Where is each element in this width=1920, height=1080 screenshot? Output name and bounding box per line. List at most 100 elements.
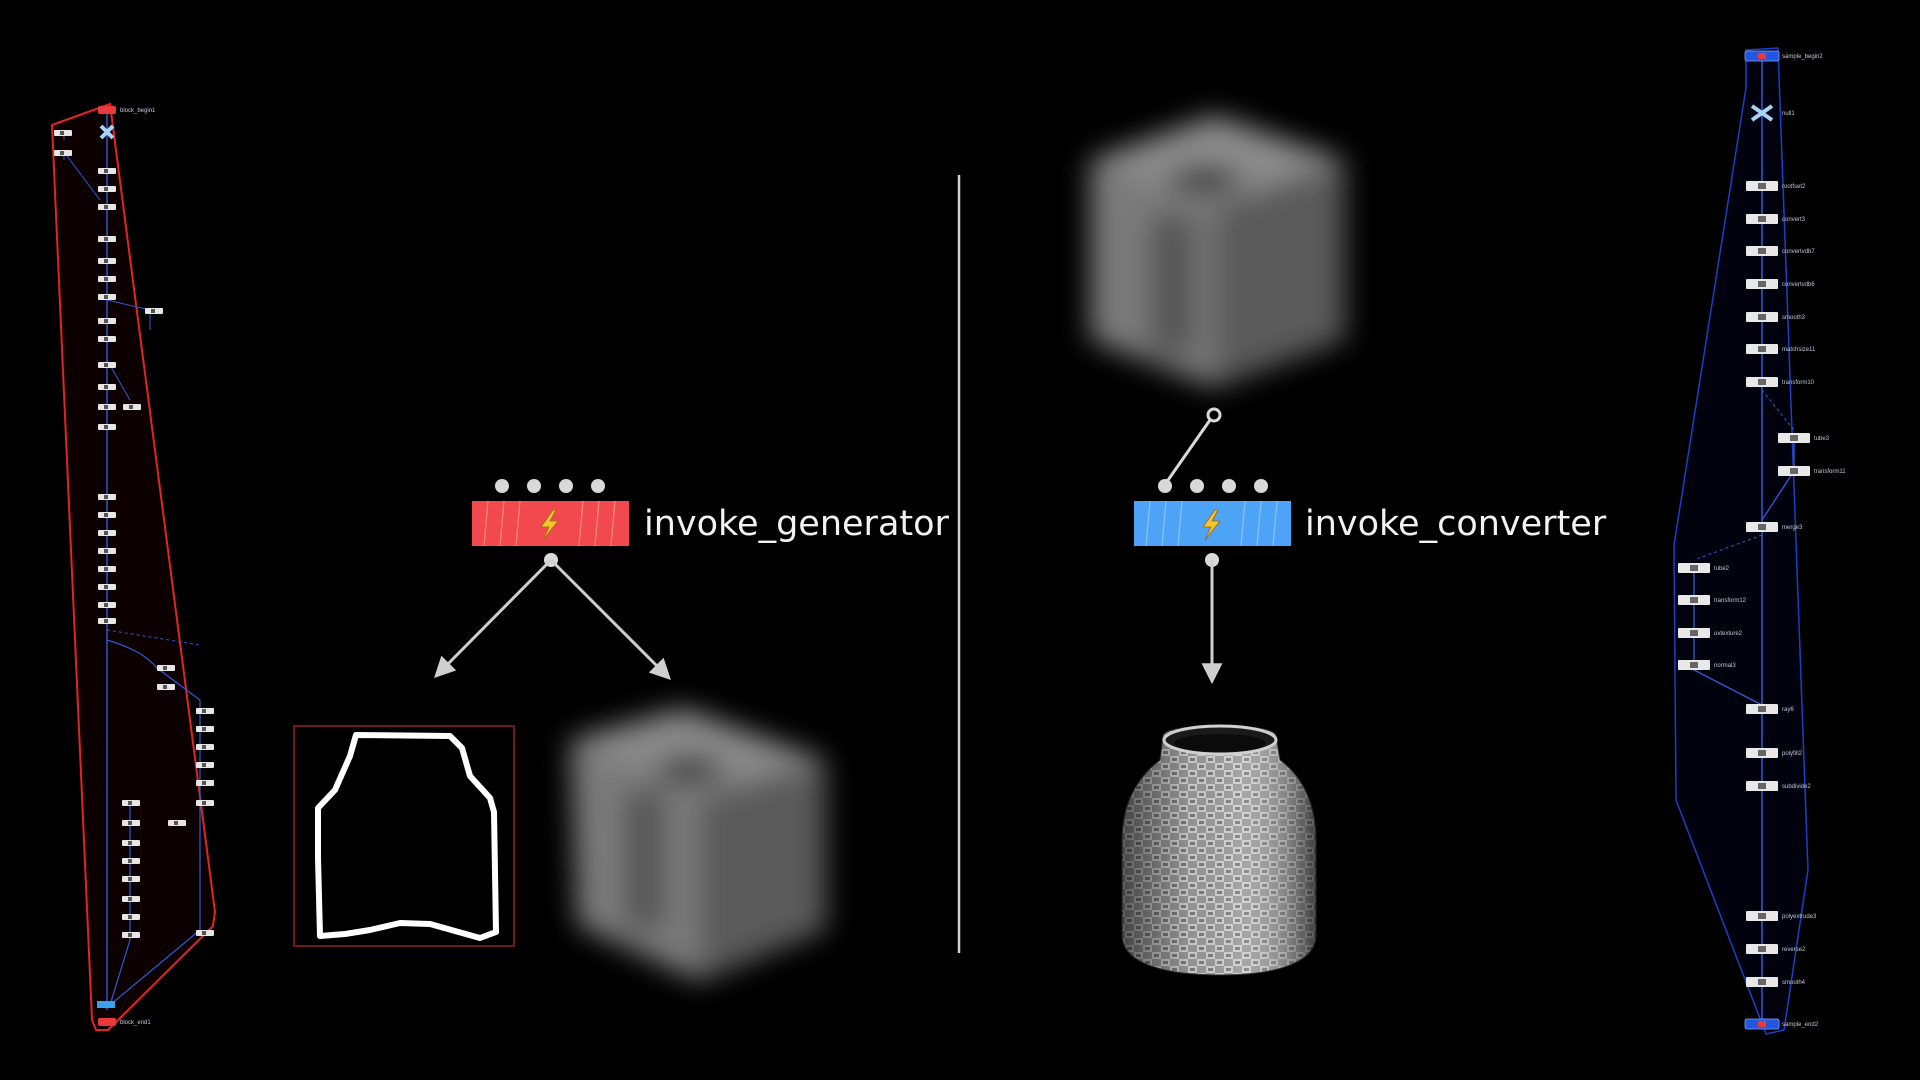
- network-node-chip[interactable]: [122, 914, 140, 920]
- network-node[interactable]: subdivide2: [1746, 781, 1811, 791]
- converter-input-dot[interactable]: [1222, 479, 1236, 493]
- null-node-icon[interactable]: [99, 124, 115, 140]
- network-node-chip[interactable]: [157, 684, 175, 690]
- network-node-chip[interactable]: [98, 204, 116, 210]
- generator-arrow-right: [549, 558, 671, 680]
- network-node[interactable]: transform10: [1746, 377, 1815, 387]
- network-node[interactable]: polyextrude3: [1746, 911, 1817, 921]
- network-node[interactable]: transform12: [1678, 595, 1747, 605]
- network-node-chip[interactable]: [98, 336, 116, 342]
- network-node-chip[interactable]: [98, 384, 116, 390]
- converter-input-dot[interactable]: [1158, 479, 1172, 493]
- network-node-chip[interactable]: [98, 512, 116, 518]
- block-begin-node[interactable]: [98, 106, 116, 114]
- network-node-chip[interactable]: [98, 548, 116, 554]
- network-node[interactable]: polyfill2: [1746, 748, 1803, 758]
- network-node-chip[interactable]: [196, 930, 214, 936]
- network-node-chip[interactable]: [98, 566, 116, 572]
- converter-input-dot[interactable]: [1254, 479, 1268, 493]
- network-node-chip[interactable]: [145, 308, 163, 314]
- invoke-converter-node[interactable]: [1134, 500, 1291, 547]
- network-node[interactable]: tube3: [1778, 433, 1830, 443]
- network-node-chip[interactable]: [196, 726, 214, 732]
- network-node-chip[interactable]: [98, 602, 116, 608]
- network-node-label: polyfill2: [1782, 751, 1803, 757]
- network-node-chip[interactable]: [98, 294, 116, 300]
- network-node-chip[interactable]: [196, 708, 214, 714]
- network-node-chip[interactable]: [196, 800, 214, 806]
- network-node-chip[interactable]: [98, 236, 116, 242]
- network-node[interactable]: transform11: [1778, 466, 1846, 476]
- network-node-chip[interactable]: [98, 318, 116, 324]
- right-network-frame: [1673, 47, 1809, 1035]
- network-node-label: matchsize11: [1782, 347, 1816, 353]
- network-node-label: sample_begin2: [1782, 54, 1823, 60]
- block-end-node[interactable]: [98, 1018, 116, 1026]
- network-node[interactable]: convertvdb7: [1746, 246, 1815, 256]
- network-node[interactable]: normal3: [1678, 660, 1736, 670]
- converter-input-handle[interactable]: [1206, 407, 1222, 423]
- generator-input-dot[interactable]: [591, 479, 605, 493]
- network-node[interactable]: merge3: [1746, 522, 1803, 532]
- network-node-chip[interactable]: [54, 150, 72, 156]
- network-node-chip[interactable]: [98, 258, 116, 264]
- network-node-label: convertvdb6: [1782, 282, 1815, 288]
- generator-input-dot[interactable]: [559, 479, 573, 493]
- network-node[interactable]: convertvdb6: [1746, 279, 1815, 289]
- network-node-chip[interactable]: [98, 494, 116, 500]
- network-node-chip[interactable]: [123, 404, 141, 410]
- network-node[interactable]: sample_end2: [1744, 1018, 1819, 1030]
- converter-diagram: invoke_converter: [1090, 115, 1607, 976]
- network-node-label: reverse2: [1782, 947, 1806, 953]
- network-node-chip[interactable]: [196, 744, 214, 750]
- network-node-chip[interactable]: [196, 780, 214, 786]
- network-node-chip[interactable]: [98, 530, 116, 536]
- network-node-label: rootfset2: [1782, 184, 1806, 190]
- network-node[interactable]: reverse2: [1746, 944, 1806, 954]
- network-node-chip[interactable]: [98, 424, 116, 430]
- lightning-bolt-icon: [540, 509, 559, 541]
- network-node-chip[interactable]: [98, 618, 116, 624]
- network-node[interactable]: rootfset2: [1746, 181, 1806, 191]
- network-node-chip[interactable]: [168, 820, 186, 826]
- network-node-label: null1: [1782, 111, 1795, 117]
- network-node[interactable]: smooth4: [1746, 977, 1806, 987]
- network-node-chip[interactable]: [122, 800, 140, 806]
- network-node-chip[interactable]: [122, 840, 140, 846]
- network-node-label: convert3: [1782, 217, 1806, 223]
- network-node-chip[interactable]: [98, 362, 116, 368]
- outline-image: [293, 725, 515, 947]
- network-node[interactable]: null1: [1750, 104, 1795, 122]
- input-blurred-cube: [1090, 115, 1345, 388]
- network-node[interactable]: tube2: [1678, 563, 1730, 573]
- generator-input-dot[interactable]: [495, 479, 509, 493]
- network-node-chip[interactable]: [98, 584, 116, 590]
- network-node-chip[interactable]: [98, 168, 116, 174]
- network-node-chip[interactable]: [122, 858, 140, 864]
- network-node-chip[interactable]: [122, 820, 140, 826]
- network-node-chip[interactable]: [98, 186, 116, 192]
- generator-input-dot[interactable]: [527, 479, 541, 493]
- converter-input-dot[interactable]: [1190, 479, 1204, 493]
- network-node-chip[interactable]: [122, 932, 140, 938]
- network-node-label: smooth4: [1782, 980, 1806, 986]
- network-node-chip[interactable]: [196, 762, 214, 768]
- network-node-chip[interactable]: [98, 404, 116, 410]
- network-node[interactable]: ray6: [1746, 704, 1794, 714]
- network-node-chip[interactable]: [98, 276, 116, 282]
- network-node[interactable]: convert3: [1746, 214, 1806, 224]
- network-node[interactable]: matchsize11: [1746, 344, 1816, 354]
- network-node-chip[interactable]: [122, 876, 140, 882]
- invoke-generator-label: invoke_generator: [644, 504, 950, 544]
- invoke-generator-node[interactable]: [472, 500, 629, 547]
- network-node[interactable]: uvtexture2: [1678, 628, 1743, 638]
- network-node-label: convertvdb7: [1782, 249, 1815, 255]
- network-node-label: merge3: [1782, 525, 1803, 531]
- network-node[interactable]: smooth3: [1746, 312, 1806, 322]
- network-node[interactable]: sample_begin2: [1744, 50, 1823, 62]
- network-node-chip[interactable]: [54, 130, 72, 136]
- network-node-chip[interactable]: [122, 896, 140, 902]
- network-node-label: transform12: [1714, 598, 1747, 604]
- network-node-chip[interactable]: [157, 665, 175, 671]
- right-node-network: sample_begin2 null1 rootfset2 convert3 conve…: [1673, 47, 1846, 1035]
